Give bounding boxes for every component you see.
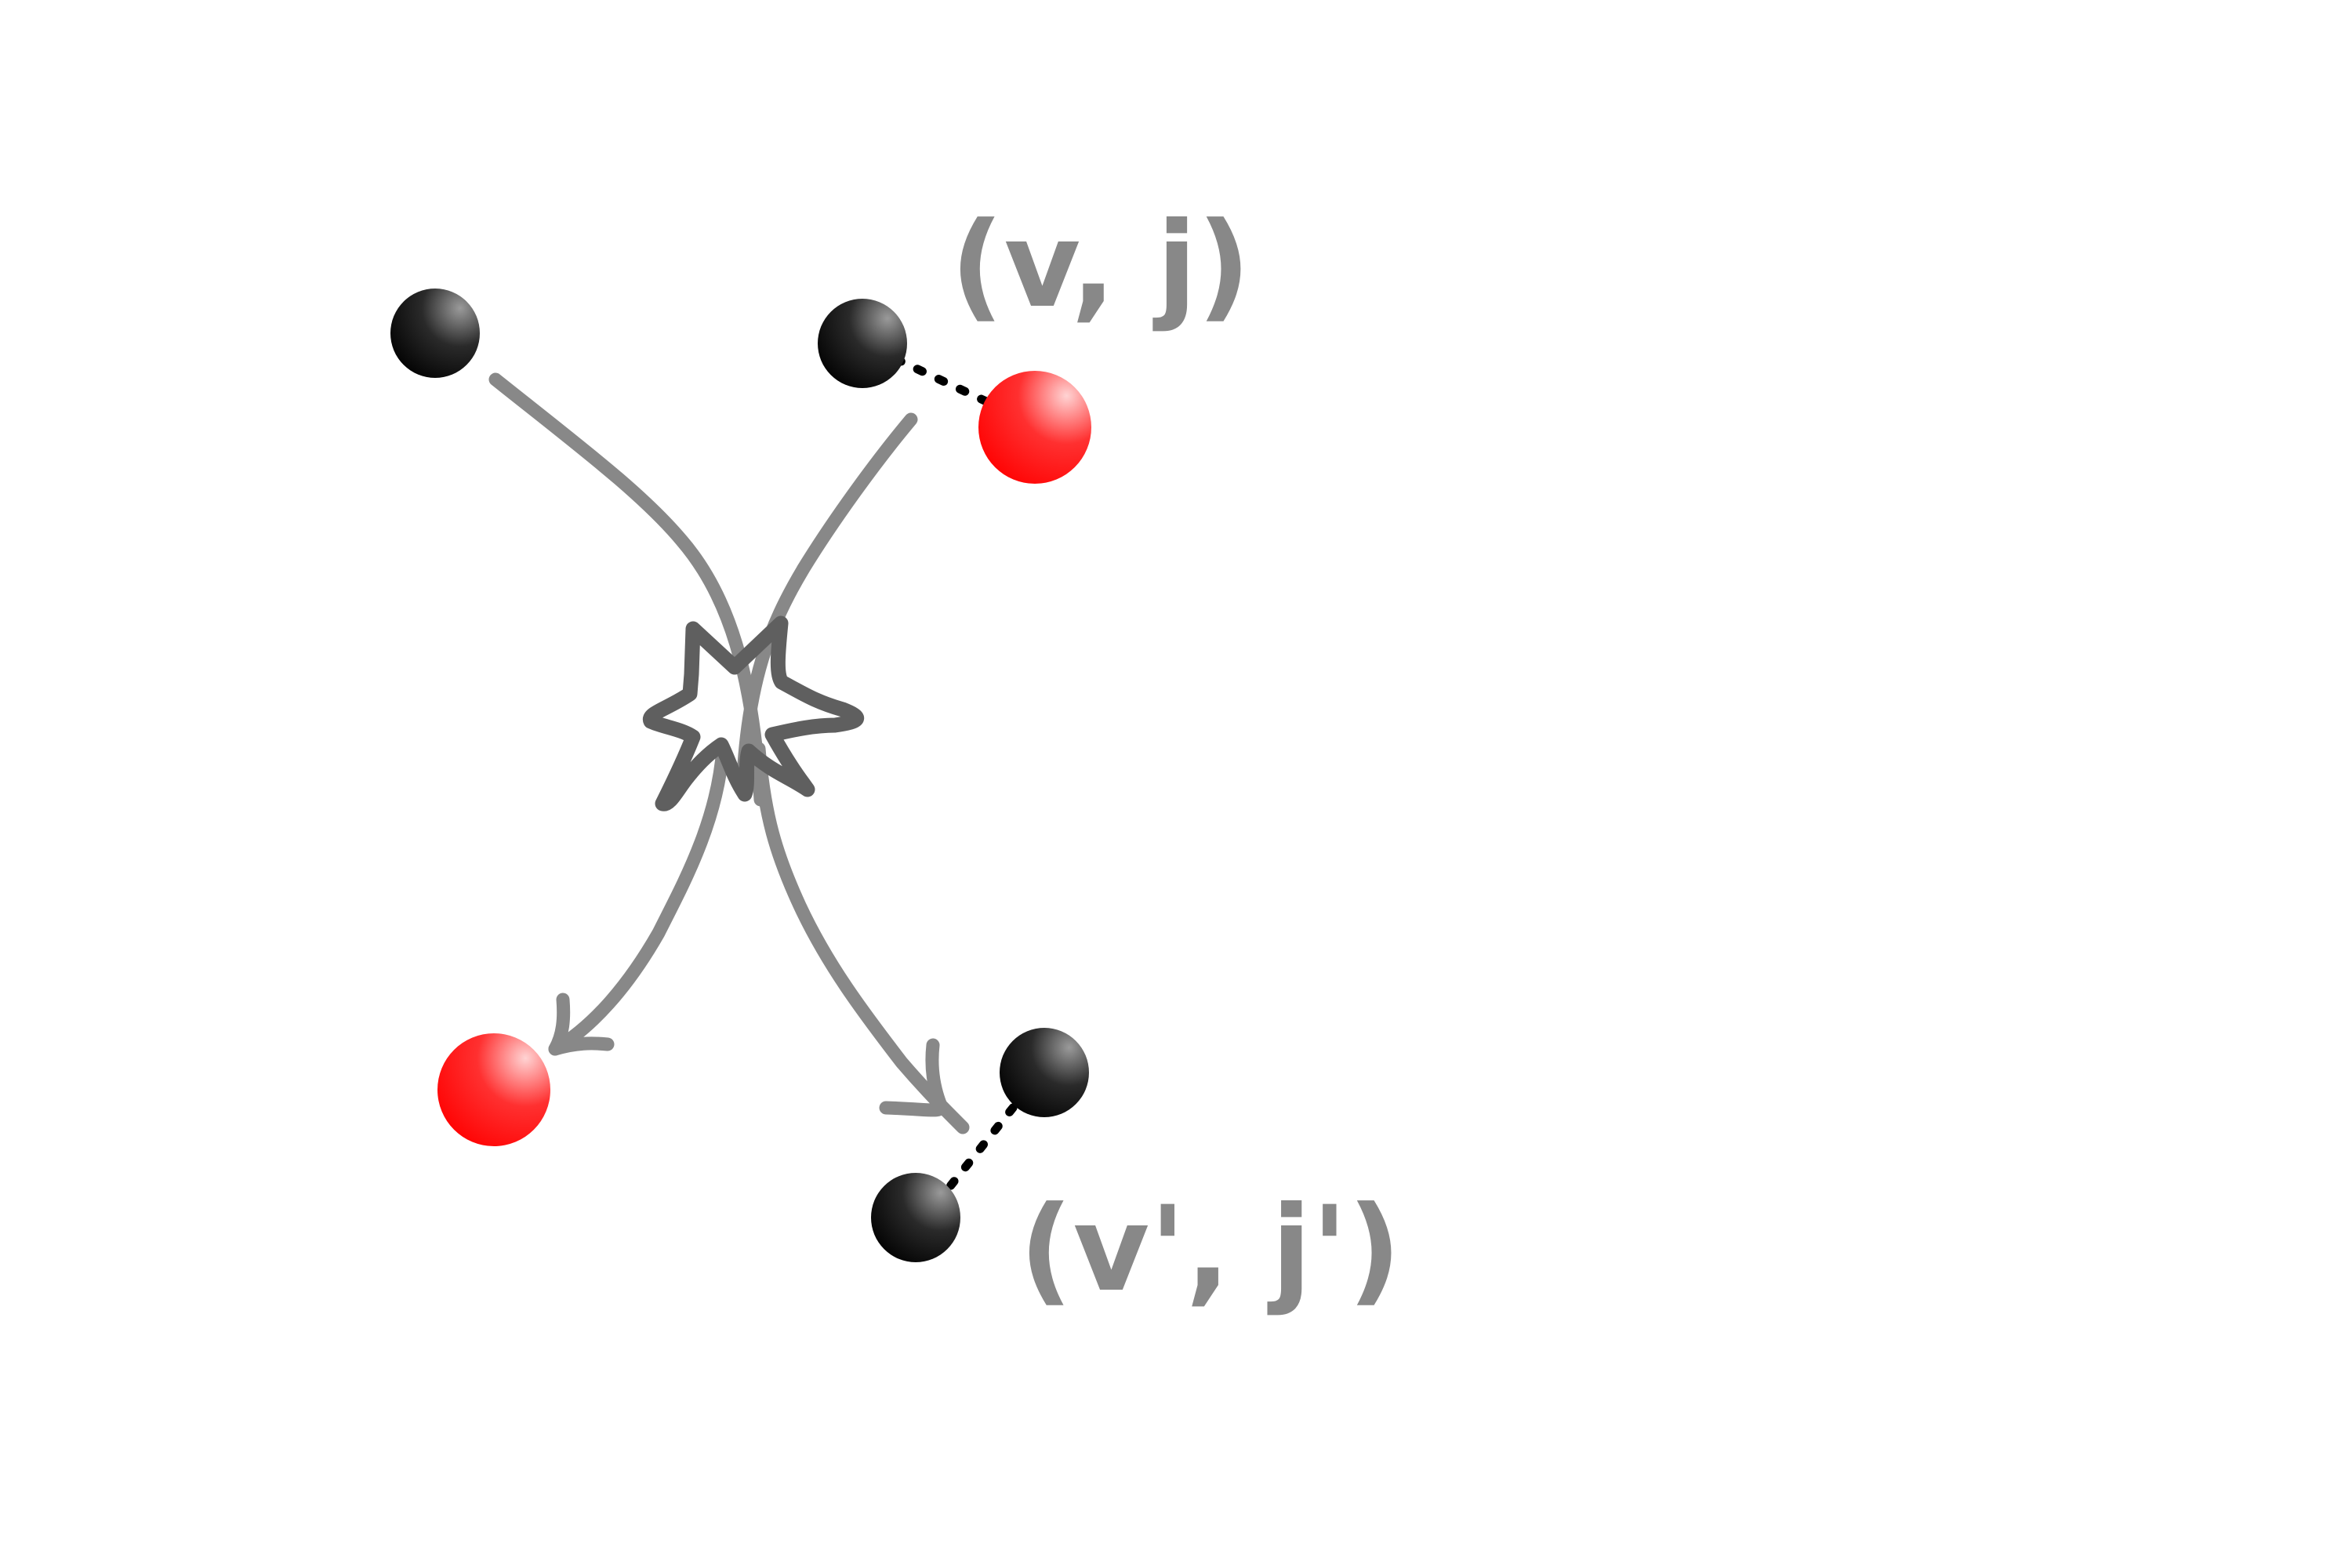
incoming-molecule-label: (v, j) bbox=[950, 198, 1250, 334]
outgoing-atom bbox=[437, 1033, 550, 1146]
outgoing-molecule-trajectory bbox=[752, 742, 970, 1134]
incoming-molecule-bond bbox=[891, 354, 993, 407]
outgoing-molecule-arrowhead bbox=[879, 1038, 948, 1117]
incoming-molecule-atom-black bbox=[818, 299, 907, 388]
incoming-atom-trajectory bbox=[488, 372, 768, 807]
incoming-atom bbox=[390, 289, 480, 378]
outgoing-molecule-atom-lower bbox=[871, 1173, 960, 1262]
outgoing-molecule-bond bbox=[942, 1103, 1018, 1195]
incoming-molecule-trajectory bbox=[736, 412, 918, 783]
outgoing-atom-trajectory bbox=[548, 742, 730, 1056]
outgoing-molecule-atom-upper bbox=[1000, 1028, 1089, 1117]
incoming-molecule-atom-red bbox=[978, 371, 1091, 484]
outgoing-atom-arrowhead bbox=[548, 993, 615, 1056]
collision-burst-icon bbox=[643, 615, 865, 811]
outgoing-molecule-label: (v', j') bbox=[1019, 1181, 1401, 1318]
